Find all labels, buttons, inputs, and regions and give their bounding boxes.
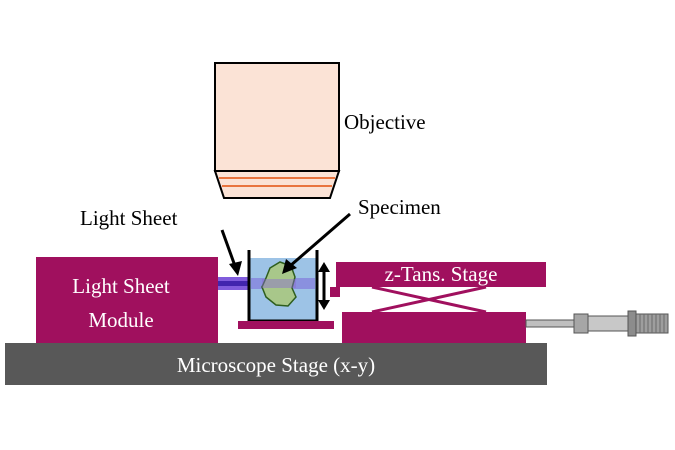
micrometer-sleeve [573,313,589,334]
light-sheet-pointer [220,229,237,267]
specimen-label: Specimen [358,195,441,219]
light-sheet-over-specimen [262,279,296,288]
chamber-plate [238,321,334,329]
microscope-stage [5,343,547,385]
micrometer [525,310,669,337]
light-sheet-module-label-line1: Light Sheet [72,274,170,298]
specimen [261,261,297,307]
objective-nose [213,170,341,199]
light-sheet-pointer-head-icon [229,261,242,276]
z-stage-bottom [342,312,526,343]
light-sheet-module-label-line2: Module [88,308,153,332]
z-motion-arrow-down-icon [318,300,330,310]
z-stage-top [336,262,546,287]
light-sheet-label: Light Sheet [80,206,178,230]
light-sheet-module [36,257,218,343]
micrometer-barrel [587,315,629,332]
specimen-pointer-head-icon [282,259,297,274]
micrometer-knurl [639,314,665,333]
micrometer-thimble [627,310,637,337]
micrometer-tip [525,319,575,328]
z-stage-label: z-Tans. Stage [385,262,498,286]
objective-body [214,62,340,172]
z-motion-arrow-up-icon [318,262,330,272]
z-stage-scissor-b [371,285,487,314]
objective-label: Objective [344,110,426,134]
specimen-pointer [289,212,351,268]
microscope-stage-label: Microscope Stage (x-y) [177,353,375,377]
z-stage-connector [330,287,340,297]
